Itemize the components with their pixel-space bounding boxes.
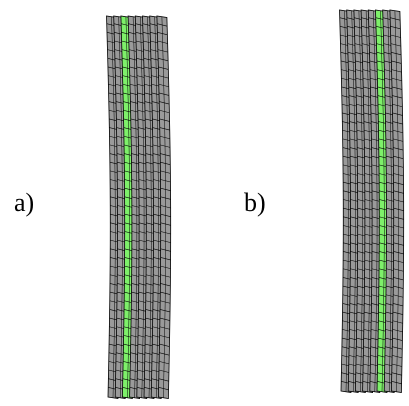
- panel-b-label: b): [244, 188, 266, 217]
- panel-b-stack: [339, 9, 405, 393]
- strip: [156, 15, 172, 399]
- strip: [389, 9, 405, 393]
- panel-a-label: a): [14, 188, 35, 217]
- panel-a-stack: [106, 15, 172, 399]
